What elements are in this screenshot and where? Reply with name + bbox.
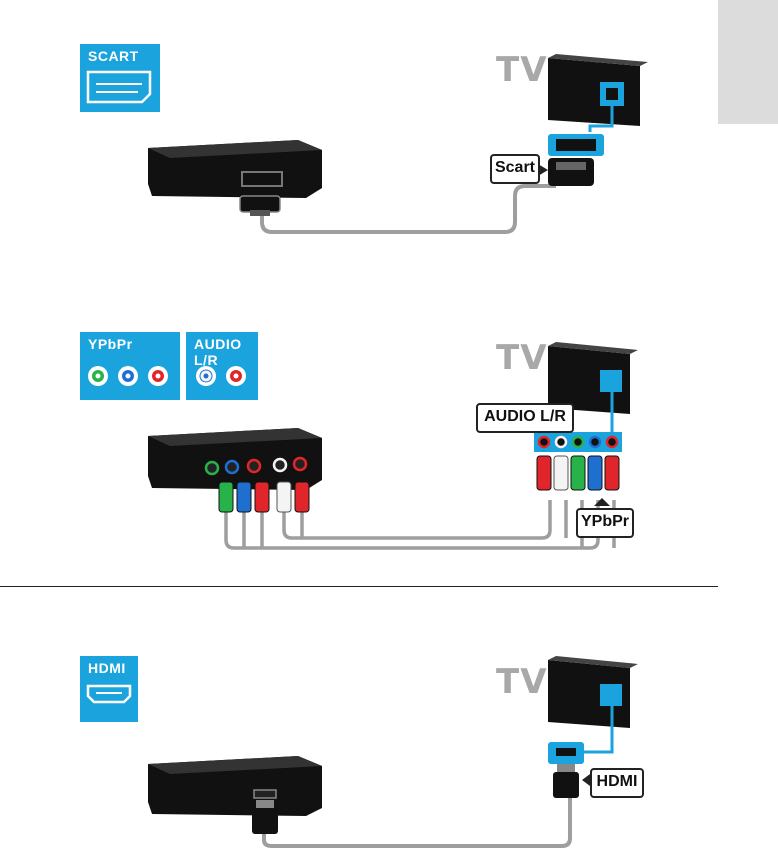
tv-label: TV — [496, 662, 548, 702]
section-divider — [0, 586, 718, 587]
scart-cable — [260, 184, 556, 234]
hdmi-badge-label: HDMI — [88, 660, 126, 676]
ypbpr-port-icon — [88, 366, 168, 386]
ypbpr-cable — [224, 500, 600, 550]
hdmi-diagram — [148, 656, 638, 848]
hdmi-port-badge: HDMI — [80, 656, 138, 722]
component-diagram — [148, 342, 638, 550]
scart-port-badge: SCART — [80, 44, 160, 112]
ypbpr-callout: YPbPr — [576, 508, 634, 538]
source-device — [148, 140, 322, 198]
hdmi-plug-device — [252, 800, 278, 834]
hdmi-callout: HDMI — [590, 768, 644, 798]
audio-cable — [282, 500, 552, 540]
audio-port-icon — [196, 366, 246, 386]
side-tab — [718, 0, 778, 124]
scart-diagram — [148, 54, 648, 234]
tv-screen — [548, 656, 638, 754]
scart-callout: Scart — [490, 154, 540, 184]
audio-callout: AUDIO L/R — [476, 403, 574, 433]
scart-plug-tv — [548, 158, 594, 186]
source-device — [148, 428, 322, 490]
scart-plug-device — [239, 195, 281, 216]
ypbpr-badge-label: YPbPr — [88, 336, 133, 352]
audio-badge-label: AUDIO L/R — [194, 336, 242, 368]
hdmi-cable — [262, 796, 572, 848]
source-device — [148, 756, 322, 816]
tv-label: TV — [496, 338, 548, 378]
rca-plugs-device — [218, 481, 310, 513]
audio-port-badge: AUDIO L/R — [186, 332, 258, 400]
ypbpr-port-badge: YPbPr — [80, 332, 180, 400]
hdmi-port-icon — [86, 684, 132, 704]
tv-label: TV — [496, 50, 548, 90]
scart-port-icon — [86, 70, 152, 104]
rca-plugs-tv — [536, 455, 620, 491]
scart-badge-label: SCART — [88, 48, 139, 64]
tv-screen — [548, 54, 648, 132]
tv-screen — [548, 342, 638, 432]
hdmi-plug-tv — [553, 764, 579, 798]
